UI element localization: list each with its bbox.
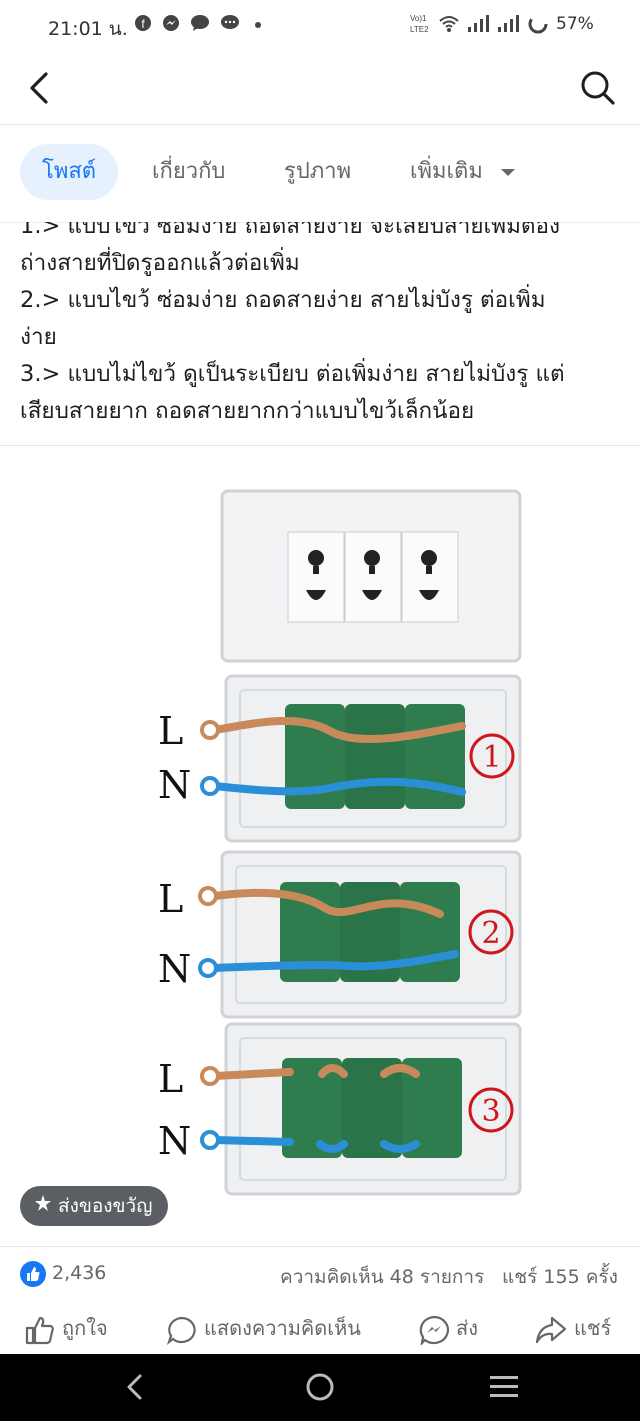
send-gift-label: ส่งของขวัญ xyxy=(58,1195,153,1217)
caret-down-icon xyxy=(500,169,515,176)
wiring-plate-3 xyxy=(200,1022,522,1196)
send-gift-button[interactable]: ส่งของขวัญ xyxy=(20,1186,169,1226)
svg-text:LTE2: LTE2 xyxy=(410,25,429,34)
label-live-3: L xyxy=(158,1057,183,1101)
nav-recents-icon[interactable] xyxy=(488,1372,520,1402)
message-icon xyxy=(220,14,240,37)
post-stats: 2,436 ความคิดเห็น 48 รายการ แชร์ 155 ครั… xyxy=(0,1246,640,1301)
wifi-icon xyxy=(438,14,460,39)
comment-icon xyxy=(166,1316,196,1345)
battery-level: 57% xyxy=(556,14,594,34)
gift-star-icon xyxy=(34,1186,52,1226)
marker-number-2: 2 xyxy=(481,916,500,951)
label-live-1: L xyxy=(158,709,183,753)
share-label: แชร์ xyxy=(574,1316,612,1340)
like-button[interactable]: ถูกใจ xyxy=(24,1312,108,1345)
comment-count[interactable]: ความคิดเห็น 48 รายการ xyxy=(280,1266,485,1288)
battery-saver-icon xyxy=(528,14,548,39)
comment-label: แสดงความคิดเห็น xyxy=(204,1316,361,1340)
wiring-photo: L N L N L N 1 2 3 xyxy=(158,489,522,1196)
label-neutral-1: N xyxy=(158,763,191,807)
post-line-6: เสียบสายยาก ถอดสายยากกว่าแบบไขว้เล็กน้อย xyxy=(20,398,475,424)
post-text-area: 1.> แบบไขว้ ซ่อมง่าย ถอดสายง่าย จะเสียบส… xyxy=(0,222,640,446)
facebook-icon: f xyxy=(134,14,152,37)
label-neutral-2: N xyxy=(158,947,191,991)
marker-number-1: 1 xyxy=(482,740,501,775)
post-actions: ถูกใจ แสดงความคิดเห็น ส่ง แชร์ xyxy=(0,1300,640,1354)
wiring-plate-2 xyxy=(198,850,522,1019)
post-line-1: 1.> แบบไขว้ ซ่อมง่าย ถอดสายง่าย จะเสียบส… xyxy=(20,222,561,239)
like-reaction-icon xyxy=(20,1261,46,1287)
post-line-3: 2.> แบบไขว้ ซ่อมง่าย ถอดสายง่าย สายไม่บั… xyxy=(20,287,546,313)
back-button[interactable] xyxy=(22,70,58,106)
like-count[interactable]: 2,436 xyxy=(52,1262,107,1284)
post-line-2: ถ่างสายที่ปิดรูออกแล้วต่อเพิ่ม xyxy=(20,250,300,276)
send-button[interactable]: ส่ง xyxy=(418,1312,478,1346)
tab-photos[interactable]: รูปภาพ xyxy=(284,159,352,184)
divider xyxy=(0,445,640,446)
svg-text:Vo)1: Vo)1 xyxy=(410,14,427,23)
tab-more-label: เพิ่มเติม xyxy=(410,159,483,184)
notification-dot-icon xyxy=(254,16,262,36)
share-button[interactable]: แชร์ xyxy=(534,1312,611,1345)
nav-home-icon[interactable] xyxy=(304,1371,336,1403)
chevron-left-icon xyxy=(30,72,48,104)
comment-button[interactable]: แสดงความคิดเห็น xyxy=(166,1312,361,1345)
system-navigation-bar xyxy=(0,1354,640,1421)
marker-number-3: 3 xyxy=(481,1094,500,1129)
label-live-2: L xyxy=(158,877,183,921)
like-label: ถูกใจ xyxy=(62,1316,108,1340)
nav-back-icon[interactable] xyxy=(120,1372,150,1402)
search-button[interactable] xyxy=(578,68,618,108)
chat-icon xyxy=(190,14,210,37)
tab-about[interactable]: เกี่ยวกับ xyxy=(152,159,226,184)
top-bar xyxy=(0,54,640,125)
post-line-5: 3.> แบบไม่ไขว้ ดูเป็นระเบียบ ต่อเพิ่มง่า… xyxy=(20,361,565,387)
signal-icon-2 xyxy=(496,14,520,39)
share-count[interactable]: แชร์ 155 ครั้ง xyxy=(502,1266,618,1288)
messenger-icon xyxy=(162,14,180,37)
search-icon xyxy=(581,71,615,105)
thumbs-up-icon xyxy=(25,1316,54,1344)
signal-icon-1 xyxy=(466,14,490,39)
post-image[interactable]: L N L N L N 1 2 3 xyxy=(0,446,640,1246)
tab-posts[interactable]: โพสต์ xyxy=(20,144,119,200)
svg-text:f: f xyxy=(141,17,145,31)
post-line-4: ง่าย xyxy=(20,324,57,350)
status-time: 21:01 น. xyxy=(48,18,128,40)
page-tabs: โพสต์ เกี่ยวกับ รูปภาพ เพิ่มเติม xyxy=(0,124,640,223)
wiring-plate-1 xyxy=(200,674,522,843)
tab-more[interactable]: เพิ่มเติม xyxy=(410,144,516,200)
post-text: 1.> แบบไขว้ ซ่อมง่าย ถอดสายง่าย จะเสียบส… xyxy=(20,222,620,430)
label-neutral-3: N xyxy=(158,1119,191,1163)
messenger-send-icon xyxy=(419,1315,450,1346)
share-arrow-icon xyxy=(535,1316,567,1343)
send-label: ส่ง xyxy=(456,1316,478,1340)
